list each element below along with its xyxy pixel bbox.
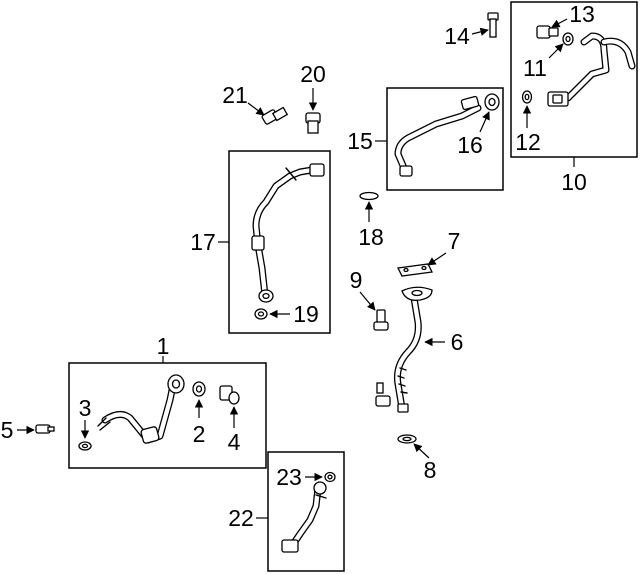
callout-4: 4 bbox=[228, 429, 241, 455]
leader-8 bbox=[413, 443, 430, 459]
callout-12: 12 bbox=[515, 129, 541, 155]
callout-18: 18 bbox=[358, 224, 384, 250]
banjo-bolt-part-13 bbox=[536, 25, 559, 39]
washer-part-3 bbox=[78, 441, 92, 451]
callout-13: 13 bbox=[569, 1, 595, 27]
callout-22: 22 bbox=[228, 505, 254, 531]
bolt-part-5 bbox=[35, 424, 55, 434]
bolt-part-9 bbox=[373, 309, 389, 331]
coolant-tube-assembly-part bbox=[97, 374, 185, 444]
callout-6: 6 bbox=[451, 329, 464, 355]
bolt-part-14 bbox=[487, 12, 499, 38]
leader-7 bbox=[427, 252, 447, 266]
callout-20: 20 bbox=[300, 61, 326, 87]
callout-11: 11 bbox=[523, 55, 547, 81]
callout-19: 19 bbox=[293, 301, 319, 327]
callout-15: 15 bbox=[347, 128, 373, 154]
callout-16: 16 bbox=[457, 132, 483, 158]
washer-part-2 bbox=[192, 381, 206, 397]
callout-23: 23 bbox=[276, 464, 302, 490]
callout-14: 14 bbox=[444, 23, 470, 49]
banjo-bolt-part-4 bbox=[219, 385, 240, 405]
leader-14 bbox=[471, 27, 489, 36]
group-box-1 bbox=[68, 362, 267, 469]
leader-13 bbox=[551, 18, 568, 28]
group-box-15 bbox=[386, 87, 504, 191]
washer-part-12 bbox=[521, 90, 533, 104]
bolt-part-21 bbox=[261, 106, 289, 125]
leader-9 bbox=[359, 291, 376, 311]
gasket-part-8 bbox=[397, 434, 417, 444]
callout-7: 7 bbox=[448, 228, 461, 254]
leader-21 bbox=[247, 102, 265, 116]
callout-9: 9 bbox=[350, 267, 363, 293]
oil-feed-tube-part-15 bbox=[394, 95, 482, 177]
callout-5: 5 bbox=[1, 417, 14, 443]
callout-2: 2 bbox=[193, 421, 206, 447]
gasket-part-18 bbox=[359, 191, 379, 201]
leader-11 bbox=[548, 43, 564, 59]
bolt-part-20 bbox=[305, 112, 321, 134]
washer-part-19 bbox=[254, 308, 268, 320]
callout-8: 8 bbox=[424, 457, 437, 483]
coolant-line-part-17 bbox=[251, 163, 325, 303]
group-box-22 bbox=[267, 451, 345, 572]
callout-3: 3 bbox=[79, 395, 92, 421]
callout-21: 21 bbox=[222, 82, 248, 108]
washer-part-11 bbox=[562, 32, 574, 46]
callout-17: 17 bbox=[190, 229, 216, 255]
coolant-hose-part-22 bbox=[281, 481, 327, 553]
callout-10: 10 bbox=[561, 169, 587, 195]
gasket-part-7 bbox=[397, 263, 433, 277]
callout-1: 1 bbox=[157, 333, 170, 359]
washer-part-23 bbox=[324, 471, 336, 483]
leader-16 bbox=[479, 111, 490, 133]
oil-feed-tube-part-10 bbox=[547, 32, 636, 107]
washer-part-16 bbox=[484, 93, 500, 111]
oil-return-tube-part bbox=[375, 286, 433, 413]
